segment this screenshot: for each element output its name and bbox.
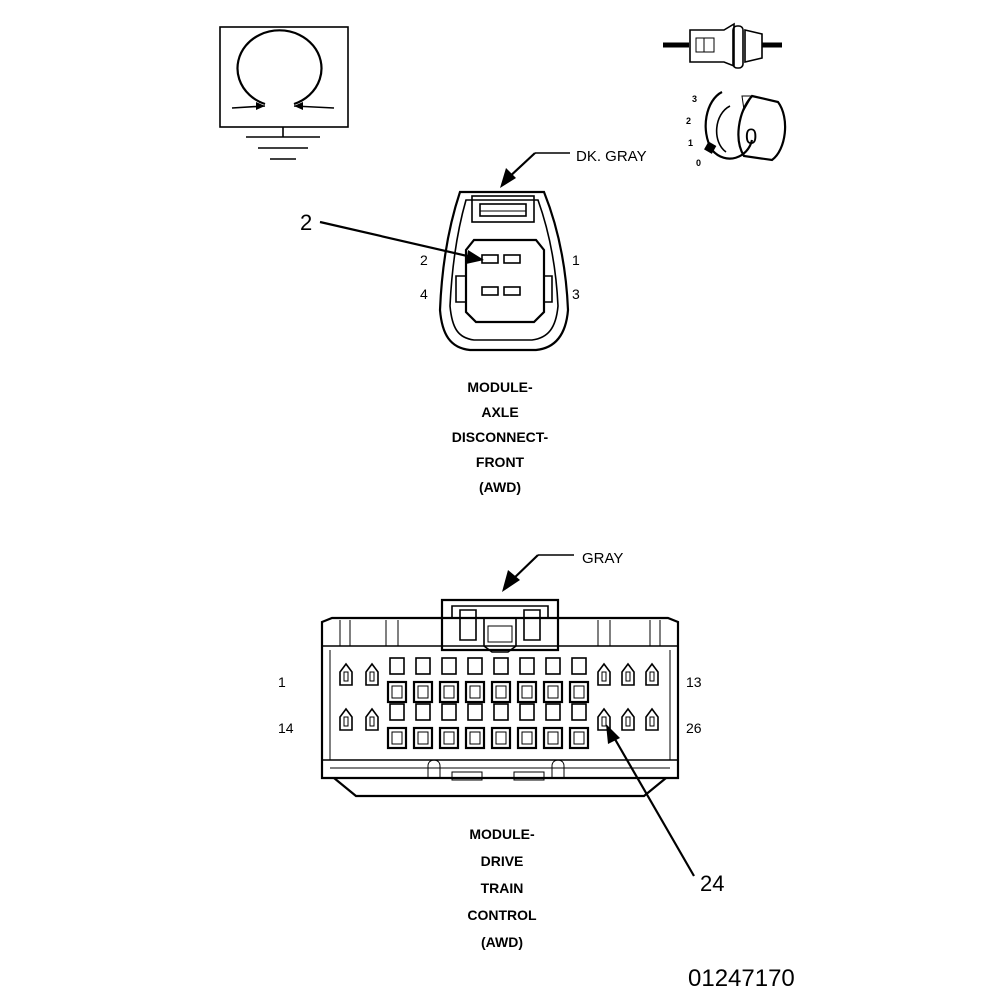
- figure-id: 01247170: [688, 965, 795, 992]
- dtc-terminal-16: [386, 703, 408, 750]
- dtc-terminal-23: [568, 703, 590, 750]
- dtc-terminal-2: [365, 662, 379, 686]
- dtc-terminal-12: [621, 662, 635, 686]
- dtc-terminal-18: [438, 703, 460, 750]
- dtc-terminal-7: [490, 657, 512, 704]
- key-position-1: 1: [688, 138, 693, 148]
- axle-pin-label-3: 3: [572, 286, 580, 302]
- dtc-title-line-5: (AWD): [481, 934, 523, 950]
- dtc-terminal-19: [464, 703, 486, 750]
- key-position-2: 2: [686, 116, 691, 126]
- dtc-terminal-3: [386, 657, 408, 704]
- dtc-terminal-21: [516, 703, 538, 750]
- axle-title-line-4: FRONT: [476, 454, 525, 470]
- axle-pin-cavity-1: [503, 254, 521, 264]
- dtc-terminal-20: [490, 703, 512, 750]
- dtc-terminal-6: [464, 657, 486, 704]
- key-position-3: 3: [692, 94, 697, 104]
- dtc-terminal-14: [339, 707, 353, 731]
- key-position-marker: 0: [745, 124, 757, 149]
- key-position-0: 0: [696, 158, 701, 168]
- axle-title-line-3: DISCONNECT-: [452, 429, 549, 445]
- dtc-pin-label-14: 14: [278, 720, 294, 736]
- axle-pin-label-1: 1: [572, 252, 580, 268]
- axle-callout-pin: 2: [300, 210, 312, 235]
- dtc-title-line-3: TRAIN: [481, 880, 524, 896]
- dtc-title-line-2: DRIVE: [481, 853, 524, 869]
- dtc-terminal-17: [412, 703, 434, 750]
- axle-connector-title: MODULE- AXLE DISCONNECT- FRONT (AWD): [452, 379, 549, 495]
- dtc-terminal-9: [542, 657, 564, 704]
- axle-pin-cavity-4: [481, 286, 499, 296]
- axle-pin-label-2: 2: [420, 252, 428, 268]
- axle-pin-cavity-2: [481, 254, 499, 264]
- dtc-connector-title: MODULE- DRIVE TRAIN CONTROL (AWD): [467, 826, 537, 950]
- drive-train-control-connector: GRAY: [278, 550, 724, 950]
- dtc-pin-row-1: [339, 657, 659, 704]
- axle-connector-color: DK. GRAY: [576, 148, 647, 165]
- axle-pin-label-4: 4: [420, 286, 428, 302]
- axle-pin-cavity-3: [503, 286, 521, 296]
- connector-plug-icon: [663, 22, 782, 69]
- dtc-title-line-4: CONTROL: [467, 907, 537, 923]
- axle-title-line-1: MODULE-: [467, 379, 533, 395]
- dtc-terminal-22: [542, 703, 564, 750]
- dtc-connector-color: GRAY: [582, 550, 623, 567]
- dtc-title-line-1: MODULE-: [469, 826, 535, 842]
- dtc-terminal-13: [645, 662, 659, 686]
- rotation-ground-symbol-icon: [219, 26, 349, 160]
- dtc-pin-label-1: 1: [278, 674, 286, 690]
- dtc-terminal-15: [365, 707, 379, 731]
- dtc-terminal-26: [645, 707, 659, 731]
- dtc-callout-pin: 24: [700, 871, 724, 896]
- dtc-terminal-1: [339, 662, 353, 686]
- axle-title-line-5: (AWD): [479, 479, 521, 495]
- dtc-pin-label-13: 13: [686, 674, 702, 690]
- ignition-switch-icon: 3 2 1 0 0: [686, 91, 787, 168]
- axle-disconnect-connector: DK. GRAY 2 1 4 3 2 MODULE- AXLE DISCONNE…: [300, 148, 647, 495]
- dtc-terminal-5: [438, 657, 460, 704]
- dtc-pin-label-26: 26: [686, 720, 702, 736]
- dtc-terminal-25: [621, 707, 635, 731]
- axle-title-line-2: AXLE: [481, 404, 518, 420]
- dtc-terminal-8: [516, 657, 538, 704]
- dtc-terminal-11: [597, 662, 611, 686]
- dtc-terminal-4: [412, 657, 434, 704]
- dtc-terminal-10: [568, 657, 590, 704]
